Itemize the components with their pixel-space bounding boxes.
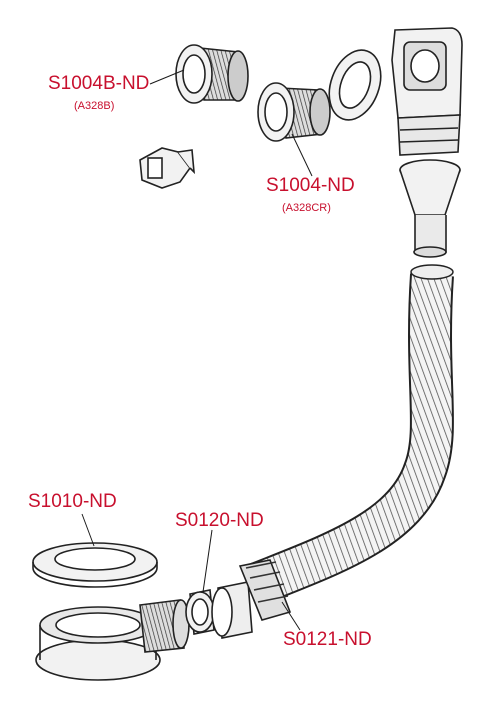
leader-s0120 <box>202 529 213 593</box>
leader-s0121 <box>281 601 301 631</box>
o-ring-s0120 <box>185 589 215 635</box>
label-s1004b-code: S1004B-ND <box>48 73 150 94</box>
leader-s1010 <box>81 513 95 547</box>
label-s0121-code: S0121-ND <box>283 629 372 650</box>
flat-washer-s1010 <box>32 542 158 588</box>
label-s1010-code: S1010-ND <box>28 491 117 512</box>
label-s1004b-sub: (A328B) <box>74 100 115 112</box>
leader-s1004b <box>149 69 185 85</box>
funnel-connector <box>399 159 461 258</box>
label-s1004-code: S1004-ND <box>266 175 355 196</box>
union-nut-s0121 <box>211 559 292 639</box>
overflow-outlet-s1004b <box>175 44 249 104</box>
leader-s1004 <box>291 133 313 177</box>
drain-body <box>35 599 190 681</box>
overflow-gasket <box>328 49 382 121</box>
overflow-outlet-s1004 <box>257 82 331 142</box>
label-s0120-code: S0120-ND <box>175 510 264 531</box>
flexible-hose <box>246 264 454 606</box>
label-s1004-sub: (A328CR) <box>282 202 331 214</box>
leader-lines <box>81 69 313 631</box>
plastic-clip <box>139 147 195 189</box>
overflow-elbow-head <box>391 27 463 156</box>
